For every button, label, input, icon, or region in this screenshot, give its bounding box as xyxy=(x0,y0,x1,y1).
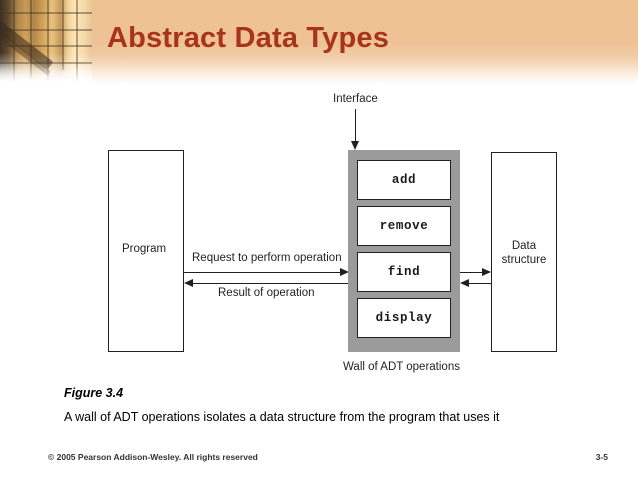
interface-label: Interface xyxy=(333,93,378,105)
result-arrow-label: Result of operation xyxy=(218,287,315,299)
figure-number: Figure 3.4 xyxy=(64,386,124,400)
datastructure-to-wall-arrow-head-icon xyxy=(460,278,469,287)
data-structure-box xyxy=(491,152,557,352)
copyright-text: © 2005 Pearson Addison-Wesley. All right… xyxy=(48,452,258,462)
program-box xyxy=(108,150,184,352)
operation-box-add[interactable]: add xyxy=(357,160,451,200)
datastructure-to-wall-line xyxy=(468,283,491,284)
interface-arrow-stem xyxy=(355,109,356,142)
request-arrow-head-icon xyxy=(340,267,349,276)
page-number: 3-5 xyxy=(595,452,608,462)
data-structure-label: Data structure xyxy=(501,240,547,266)
wall-label: Wall of ADT operations xyxy=(343,361,460,373)
result-arrow-head-icon xyxy=(184,278,193,287)
operation-box-find[interactable]: find xyxy=(357,252,451,292)
operation-box-display[interactable]: display xyxy=(357,298,451,338)
result-arrow-line xyxy=(192,283,348,284)
request-arrow-line xyxy=(184,272,344,273)
adt-diagram: Interface Program Request to perform ope… xyxy=(0,84,638,384)
page-title: Abstract Data Types xyxy=(107,22,390,54)
request-arrow-label: Request to perform operation xyxy=(192,252,342,264)
slide-header: Abstract Data Types xyxy=(0,0,638,84)
interface-arrow-head-icon xyxy=(350,141,359,150)
wall-to-datastructure-arrow-head-icon xyxy=(482,267,491,276)
slide-footer: © 2005 Pearson Addison-Wesley. All right… xyxy=(0,452,638,478)
figure-caption-block: Figure 3.4 A wall of ADT operations isol… xyxy=(64,386,604,424)
program-label: Program xyxy=(122,243,167,255)
operation-box-remove[interactable]: remove xyxy=(357,206,451,246)
wall-to-datastructure-line xyxy=(460,272,484,273)
figure-caption-text: A wall of ADT operations isolates a data… xyxy=(64,410,500,424)
scaffolding-photo xyxy=(0,0,92,84)
adt-wall: add remove find display xyxy=(348,150,460,352)
